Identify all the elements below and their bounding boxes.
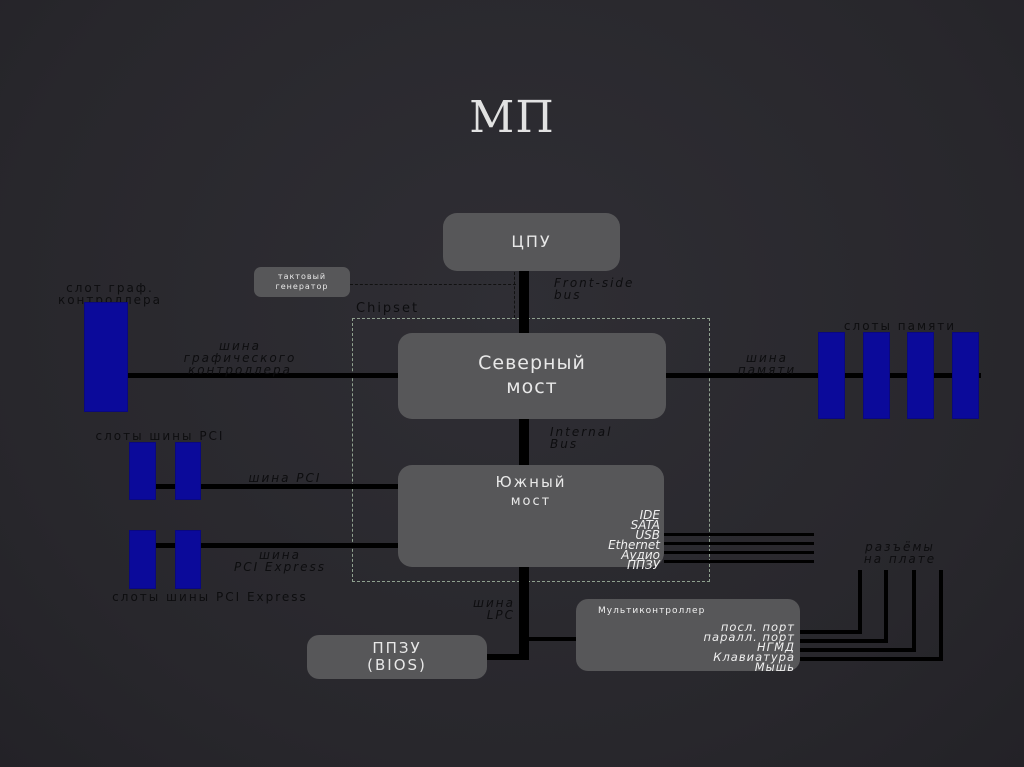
multicontroller-ports: посл. порт паралл. порт НГМД Клавиатура … [620, 620, 795, 674]
northbridge-label-line1: Северный [478, 352, 586, 374]
bios-bus-line [487, 654, 527, 660]
port-parallel: паралл. порт [703, 630, 795, 644]
pcie-slot-2 [175, 530, 201, 589]
connector-line-fdd-h [800, 648, 916, 652]
chipset-frame [352, 318, 710, 582]
port-serial: посл. порт [720, 620, 795, 634]
southbridge-label-line2: мост [510, 494, 552, 509]
pcie-bus-line [155, 543, 398, 548]
cpu-label: ЦПУ [511, 232, 552, 251]
memory-slots-label: слоты памяти [843, 319, 957, 333]
port-usb: USB [635, 528, 660, 542]
port-mouse: Мышь [754, 660, 795, 674]
clock-connection-line [350, 284, 516, 285]
port-ethernet: Ethernet [608, 538, 660, 552]
pci-bus-line [155, 484, 398, 489]
port-keyboard: Клавиатура [713, 650, 795, 664]
multicontroller-bus-line [527, 637, 577, 641]
memory-slot-1 [818, 332, 845, 419]
northbridge-label-line2: мост [506, 376, 558, 398]
clock-generator-block: тактовый генератор [254, 267, 350, 297]
southbridge-ports: IDE SATA USB Ethernet Аудио ППЗУ [540, 508, 660, 572]
connector-line-kbd-h [800, 657, 943, 661]
sb-line-rom [664, 560, 814, 563]
graphics-slot [84, 302, 128, 412]
pci-slot-1 [129, 442, 156, 500]
memory-slot-2 [863, 332, 890, 419]
sb-line-usb [664, 533, 814, 536]
graphics-slot-label: слот граф.контроллера [57, 281, 163, 307]
connector-line-serial-h [800, 630, 862, 634]
southbridge-label-line1: Южный [495, 473, 567, 491]
sb-line-audio [664, 551, 814, 554]
pci-slot-2 [175, 442, 201, 500]
bios-block: ППЗУ (BIOS) [307, 635, 487, 679]
slide-title: МП [469, 92, 555, 143]
bios-label-line1: ППЗУ [372, 639, 422, 657]
connector-line-kbd-v [939, 570, 943, 661]
pci-slots-label: слоты шины PCI [95, 429, 225, 443]
cpu-block: ЦПУ [443, 213, 620, 271]
memory-slot-4 [952, 332, 979, 419]
graphics-bus-line [128, 373, 398, 378]
pcie-slot-1 [129, 530, 156, 589]
multicontroller-block [576, 599, 800, 671]
connector-line-parallel-v [884, 570, 888, 643]
connector-line-serial-v [858, 570, 862, 634]
port-sata: SATA [630, 518, 660, 532]
connector-line-fdd-v [912, 570, 916, 652]
chipset-label: Chipset [356, 301, 420, 316]
bios-label-line2: (BIOS) [367, 656, 427, 674]
pci-bus-label: шина PCI [248, 471, 322, 485]
port-rom: ППЗУ [626, 558, 660, 572]
port-fdd: НГМД [757, 640, 795, 654]
port-audio: Аудио [621, 548, 660, 562]
clock-generator-label-line1: тактовый [277, 272, 327, 281]
connector-line-parallel-h [800, 639, 888, 643]
multicontroller-title: Мультиконтроллер [598, 606, 706, 616]
clock-generator-label-line2: генератор [275, 282, 329, 291]
sb-line-ethernet [664, 542, 814, 545]
pcie-slots-label: слоты шины PCI Express [112, 590, 308, 604]
memory-slot-3 [907, 332, 934, 419]
northbridge-block: Северный мост [398, 333, 666, 419]
port-ide: IDE [639, 508, 660, 522]
clock-dotted-line [514, 272, 515, 318]
southbridge-block: Южный мост [398, 465, 664, 567]
